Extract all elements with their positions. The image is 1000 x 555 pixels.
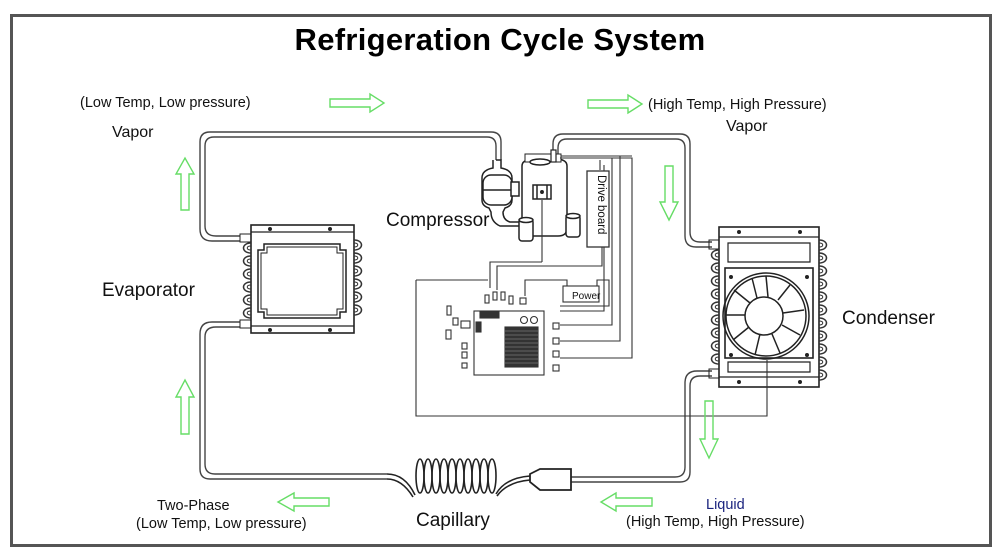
state-top-right-condition: (High Temp, High Pressure) [648,97,827,113]
drive-board [586,170,610,248]
state-bottom-right-condition: (High Temp, High Pressure) [626,514,805,530]
capillary-coil [386,458,572,498]
label-capillary: Capillary [416,510,490,531]
pipe-condenser-to-capillary [571,370,712,483]
condenser-unit [708,226,828,388]
state-bottom-left-condition: (Low Temp, Low pressure) [136,516,307,532]
pipe-compressor-to-condenser [552,133,712,248]
label-power: Power [572,291,601,302]
flow-arrow-down-icon [698,400,720,460]
label-compressor: Compressor [386,210,490,231]
state-bottom-right-phase: Liquid [706,497,745,513]
diagram-frame [10,14,992,547]
state-top-left-phase: Vapor [112,124,154,141]
pipe-evaporator-to-compressor [199,131,502,242]
evaporator-unit [239,224,363,334]
pipe-capillary-to-evaporator [199,321,387,480]
flow-arrow-right-icon [329,92,386,114]
flow-arrow-left-icon [599,491,653,513]
flow-arrow-up-icon [174,378,196,435]
condenser-fan [722,272,810,360]
state-bottom-left-phase: Two-Phase [157,498,230,514]
state-top-left-condition: (Low Temp, Low pressure) [80,95,251,111]
label-evaporator: Evaporator [102,280,195,301]
flow-arrow-right-icon [587,93,644,115]
label-condenser: Condenser [842,308,935,329]
diagram-title: Refrigeration Cycle System [294,22,706,57]
flow-arrow-up-icon [174,156,196,211]
label-drive-board: Drive board [595,175,607,235]
compressor-unit [481,149,581,242]
control-pcb [445,285,600,376]
flow-arrow-down-icon [658,165,680,222]
state-top-right-phase: Vapor [726,118,768,135]
flow-arrow-left-icon [276,491,330,513]
